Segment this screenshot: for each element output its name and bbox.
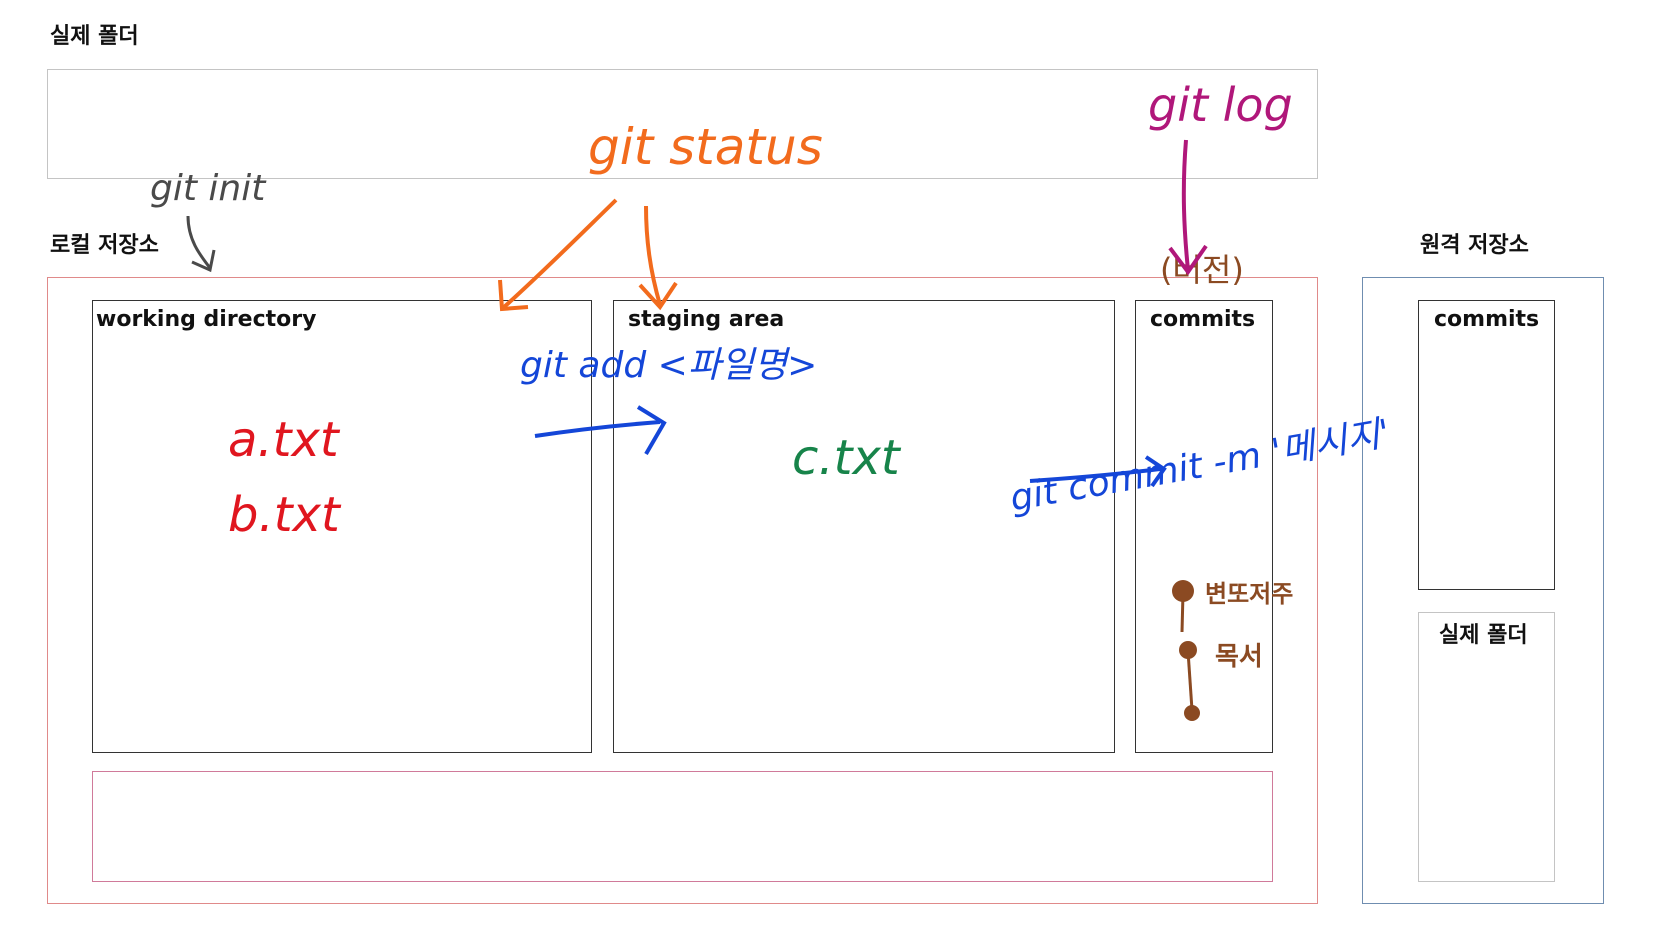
remote-repo-title: 원격 저장소 xyxy=(1420,233,1529,258)
git-init-arrow xyxy=(186,215,212,269)
git-commit-arrow xyxy=(1029,467,1161,483)
git-status-note: git status xyxy=(588,118,823,176)
git-add-note: git add <파일명> xyxy=(520,345,818,386)
local-commits-box xyxy=(1135,300,1273,753)
git-status-arrow-right xyxy=(644,205,662,306)
remote-real-folder-label: 실제 폴더 xyxy=(1439,623,1528,648)
staging-area-label: staging area xyxy=(628,307,785,332)
version-note: (버전) xyxy=(1160,251,1244,289)
local-repo-title: 로컬 저장소 xyxy=(50,233,159,258)
file-c: c.txt xyxy=(792,430,900,486)
real-folder-title: 실제 폴더 xyxy=(50,24,139,49)
git-init-note: git init xyxy=(150,168,266,209)
git-log-note: git log xyxy=(1148,78,1293,132)
working-directory-box xyxy=(92,300,592,753)
local-bottom-box xyxy=(92,771,1273,882)
remote-commits-box xyxy=(1418,300,1555,590)
real-folder-box xyxy=(47,69,1318,179)
commit-2-note: 목서 xyxy=(1215,642,1263,672)
commit-dot-3 xyxy=(1184,705,1200,721)
git-add-arrow xyxy=(534,420,661,438)
git-status-arrow-left xyxy=(501,198,618,310)
working-directory-label: working directory xyxy=(96,307,317,332)
commit-dot-1 xyxy=(1172,580,1194,602)
local-commits-label: commits xyxy=(1150,307,1256,332)
git-log-arrow xyxy=(1181,139,1190,271)
local-repo-box xyxy=(47,277,1318,904)
remote-commits-label: commits xyxy=(1434,307,1540,332)
remote-real-folder-box xyxy=(1418,612,1555,882)
commit-1-note: 변또저주 xyxy=(1205,580,1294,608)
commit-dot-2 xyxy=(1179,641,1197,659)
staging-area-box xyxy=(613,300,1115,753)
file-a: a.txt xyxy=(228,412,339,468)
file-b: b.txt xyxy=(228,487,340,543)
remote-repo-box xyxy=(1362,277,1604,904)
